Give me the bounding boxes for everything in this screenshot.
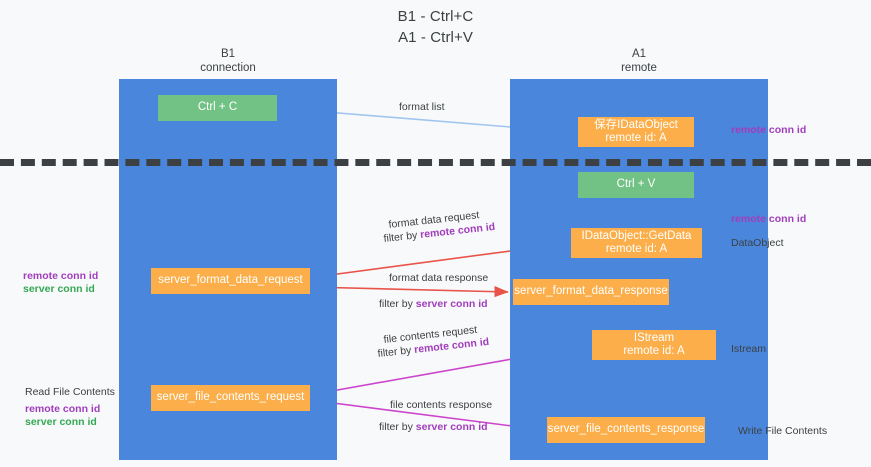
node-data-object[interactable]: 保存IDataObject remote id: A <box>578 117 694 147</box>
node-istream[interactable]: IStream remote id: A <box>592 330 716 360</box>
node-server-file-contents-response[interactable]: server_file_contents_response <box>547 417 705 443</box>
column-header-a1-name: A1 <box>631 48 647 60</box>
side-label-left-remote-conn-id-1: remote conn id <box>23 270 99 282</box>
node-ctrl-v-label: Ctrl + V <box>616 178 656 191</box>
side-label-left-server-conn-id-1: server conn id <box>23 283 95 295</box>
node-istream-line-2: remote id: A <box>623 345 685 357</box>
filter-value: server conn id <box>415 298 488 310</box>
side-label-right-dataobject: DataObject <box>731 237 784 249</box>
side-label-right-istream: Istream <box>731 343 767 355</box>
side-label-left-remote-conn-id-2: remote conn id <box>25 403 101 415</box>
filter-prefix: filter by <box>377 344 415 360</box>
node-server-format-data-request[interactable]: server_format_data_request <box>151 268 310 294</box>
title-line-1: B1 - Ctrl+C <box>397 8 474 25</box>
column-header-b1: B1 connection <box>119 47 337 75</box>
filter-prefix: filter by <box>379 421 416 433</box>
diagram-title: B1 - Ctrl+C A1 - Ctrl+V <box>0 6 871 48</box>
edge-label-format-data-response: format data response <box>389 272 489 284</box>
node-data-object-line-1: 保存IDataObject <box>594 118 678 131</box>
side-label-right-remote-conn-id-1: remote conn id <box>731 124 807 136</box>
edge-file-contents-response <box>309 399 544 434</box>
edge-label-file-contents-response: file contents response <box>390 399 493 411</box>
node-server-file-contents-request-label: server_file_contents_request <box>156 391 305 404</box>
edge-label-format-data-response-filter: filter by server conn id <box>379 298 488 311</box>
node-server-file-contents-request[interactable]: server_file_contents_request <box>151 385 310 411</box>
node-getdata-line-1: IDataObject::GetData <box>581 229 692 242</box>
filter-prefix: filter by <box>379 298 416 310</box>
title-line-2: A1 - Ctrl+V <box>398 29 473 46</box>
edge-label-file-contents-response-filter: filter by server conn id <box>379 421 488 434</box>
filter-prefix: filter by <box>383 229 421 245</box>
node-server-file-contents-response-label: server_file_contents_response <box>547 423 705 436</box>
edge-label-format-list: format list <box>399 101 445 113</box>
column-header-b1-name: B1 <box>220 48 236 60</box>
filter-value: server conn id <box>415 421 488 433</box>
node-ctrl-c[interactable]: Ctrl + C <box>158 95 277 121</box>
node-istream-line-1: IStream <box>633 331 675 344</box>
column-header-a1: A1 remote <box>510 47 768 75</box>
side-label-right-write-file-contents: Write File Contents <box>738 425 828 437</box>
node-data-object-line-2: remote id: A <box>605 132 667 144</box>
side-label-right-remote-conn-id-2: remote conn id <box>731 213 807 225</box>
node-server-format-data-response[interactable]: server_format_data_response <box>513 279 669 305</box>
node-ctrl-v[interactable]: Ctrl + V <box>578 172 694 198</box>
side-label-left-server-conn-id-2: server conn id <box>25 416 97 428</box>
node-server-format-data-response-label: server_format_data_response <box>514 285 668 298</box>
node-server-format-data-request-label: server_format_data_request <box>158 274 303 287</box>
node-ctrl-c-label: Ctrl + C <box>197 101 238 114</box>
column-header-b1-sublabel: connection <box>200 62 256 74</box>
side-label-left-read-file-contents: Read File Contents <box>25 386 115 398</box>
node-getdata-line-2: remote id: A <box>605 243 668 255</box>
phase-divider <box>0 159 871 166</box>
edge-format-data-response <box>309 286 509 298</box>
column-header-a1-sublabel: remote <box>621 62 657 74</box>
node-idataobject-getdata[interactable]: IDataObject::GetData remote id: A <box>571 228 702 258</box>
